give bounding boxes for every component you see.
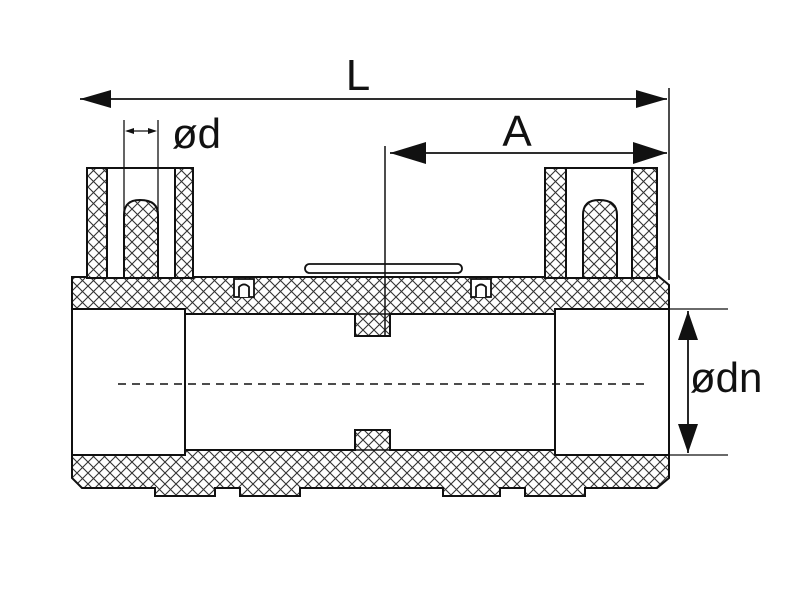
- fusion-indicator-right: [470, 278, 492, 298]
- coupler-top-wall: [71, 274, 670, 337]
- dimension-A: [384, 142, 667, 336]
- label-dn: ødn: [690, 354, 762, 401]
- bore-outline: [71, 309, 670, 455]
- label-plate: [304, 263, 463, 274]
- dimension-L: [80, 88, 670, 280]
- label-d: ød: [172, 110, 221, 157]
- terminal-right: [544, 167, 658, 279]
- label-A: A: [502, 107, 532, 156]
- terminal-left: [86, 167, 194, 279]
- label-L: L: [346, 51, 370, 100]
- dimension-d: [123, 120, 159, 278]
- coupler-bottom-wall: [71, 429, 670, 497]
- dimension-dn: [669, 308, 728, 456]
- fusion-indicator-left: [233, 278, 255, 298]
